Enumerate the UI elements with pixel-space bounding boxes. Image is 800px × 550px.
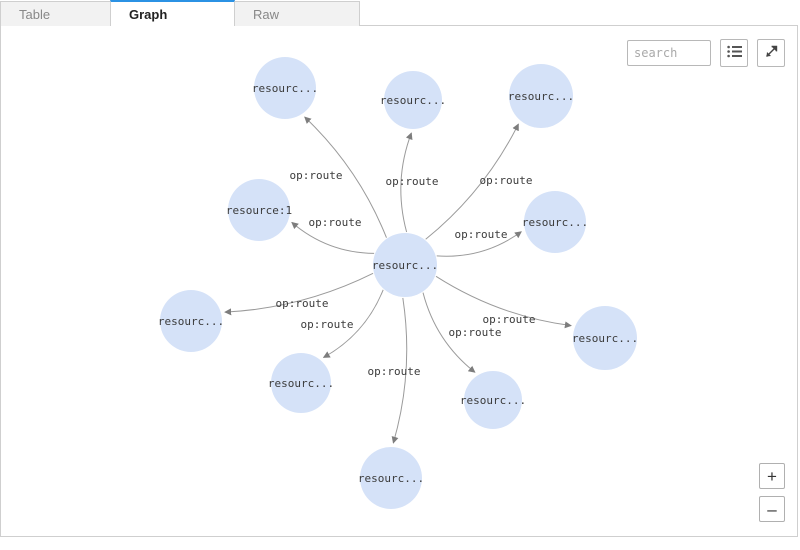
tab-raw-label: Raw — [253, 6, 280, 22]
node-circle[interactable] — [573, 306, 637, 370]
tab-table[interactable]: Table — [0, 1, 111, 26]
graph-node[interactable]: resourc... — [252, 57, 318, 119]
node-label: resourc... — [158, 315, 224, 328]
list-icon — [726, 45, 742, 61]
graph-node[interactable]: resourc... — [508, 64, 574, 128]
tab-table-label: Table — [19, 6, 51, 22]
tab-graph-label: Graph — [129, 6, 168, 22]
graph-edge[interactable] — [425, 123, 519, 240]
edge-label: op:route — [309, 216, 362, 229]
node-circle[interactable] — [384, 71, 442, 129]
node-label: resourc... — [522, 216, 588, 229]
graph-edge[interactable] — [391, 297, 408, 444]
graph-edge[interactable] — [435, 275, 572, 329]
node-circle[interactable] — [524, 191, 586, 253]
node-label: resourc... — [252, 82, 318, 95]
graph-node[interactable]: resourc... — [158, 290, 224, 352]
node-circle[interactable] — [373, 233, 437, 297]
graph-node[interactable]: resourc... — [358, 447, 424, 509]
tab-raw[interactable]: Raw — [234, 1, 360, 26]
zoom-controls: + – — [759, 463, 785, 522]
graph-node[interactable]: resource:1 — [226, 179, 292, 241]
graph-node[interactable]: resourc... — [372, 233, 438, 297]
edges-layer — [224, 116, 572, 444]
graph-node[interactable]: resourc... — [572, 306, 638, 370]
graph-node[interactable]: resourc... — [522, 191, 588, 253]
node-label: resourc... — [508, 90, 574, 103]
nodes-layer: resourc... resourc... resourc... resourc...… — [158, 57, 638, 509]
node-circle[interactable] — [271, 353, 331, 413]
edge-label: op:route — [386, 175, 439, 188]
node-circle[interactable] — [464, 371, 522, 429]
node-label: resourc... — [572, 332, 638, 345]
expand-arrows-icon — [764, 44, 779, 62]
node-label: resourc... — [372, 259, 438, 272]
graph-edge[interactable] — [400, 132, 413, 233]
node-circle[interactable] — [228, 179, 290, 241]
zoom-out-button[interactable]: – — [759, 496, 785, 522]
edge-label: op:route — [290, 169, 343, 182]
graph-node[interactable]: resourc... — [380, 71, 446, 129]
graph-edge[interactable] — [436, 231, 522, 257]
tab-bar: Table Graph Raw — [0, 0, 800, 26]
graph-toolbar — [627, 39, 785, 67]
list-view-button[interactable] — [720, 39, 748, 67]
graph-edge[interactable] — [291, 221, 375, 254]
node-label: resourc... — [358, 472, 424, 485]
edge-label: op:route — [368, 365, 421, 378]
node-circle[interactable] — [509, 64, 573, 128]
edge-label: op:route — [455, 228, 508, 241]
node-label: resource:1 — [226, 204, 292, 217]
node-label: resourc... — [268, 377, 334, 390]
edge-label: op:route — [301, 318, 354, 331]
node-label: resourc... — [460, 394, 526, 407]
expand-button[interactable] — [757, 39, 785, 67]
search-input[interactable] — [627, 40, 711, 66]
node-circle[interactable] — [360, 447, 422, 509]
graph-edge[interactable] — [422, 292, 476, 373]
graph-node[interactable]: resourc... — [268, 353, 334, 413]
edge-label: op:route — [449, 326, 502, 339]
graph-edge[interactable] — [304, 116, 387, 238]
tab-graph[interactable]: Graph — [110, 0, 235, 26]
node-circle[interactable] — [160, 290, 222, 352]
graph-node[interactable]: resourc... — [460, 371, 526, 429]
graph-edge[interactable] — [322, 289, 384, 358]
graph-edge[interactable] — [224, 272, 374, 316]
zoom-in-button[interactable]: + — [759, 463, 785, 489]
node-label: resourc... — [380, 94, 446, 107]
edge-label: op:route — [483, 313, 536, 326]
edge-label: op:route — [276, 297, 329, 310]
edge-label: op:route — [480, 174, 533, 187]
node-circle[interactable] — [254, 57, 316, 119]
